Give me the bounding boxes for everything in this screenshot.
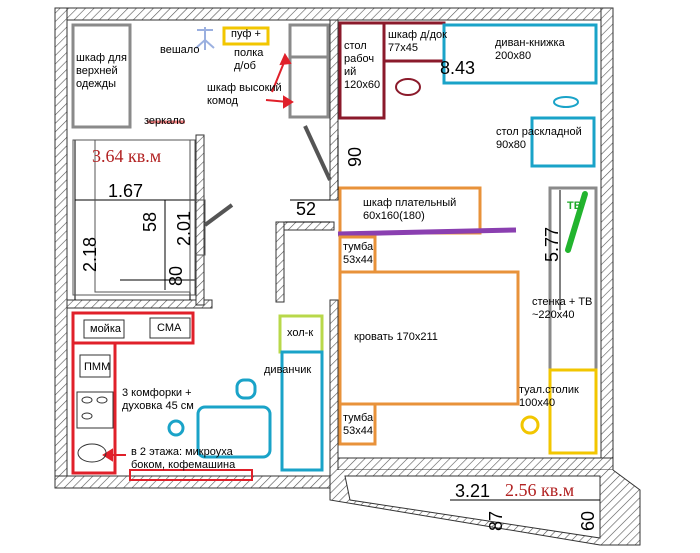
dining-chair-icon [235,378,257,400]
dimension-lines [74,135,600,501]
folding-table-outline [530,116,596,168]
bath-height-dim: 2.18 [80,236,100,272]
dishwasher-label: ПММ [84,361,111,373]
balcony-87-dim: 87 [486,510,506,531]
wall-tv-label: стенка + ТВ ~220x40 [532,296,593,321]
kitchen-counter-top [71,311,195,345]
nightstand-top-label: тумба 53x44 [343,241,374,266]
balcony-321-dim: 3.21 [455,481,491,501]
balcony [329,469,641,546]
balcony-60-dim: 60 [578,510,598,531]
balcony-area-value: 2.56 кв.м [505,480,575,500]
partition-line [337,227,517,237]
outer-wardrobe-outline [71,23,132,129]
bath-area-value: 3.64 кв.м [92,146,162,166]
upper-tier-outline [129,469,253,481]
bedroom-area-value: 8.43 [440,58,476,78]
shower-outline [94,139,191,293]
desk-chair-icon [395,78,421,96]
sink-label: мойка [90,323,121,335]
hanger-label: вешало [160,44,200,56]
bath-58-dim: 58 [140,211,160,232]
dressing-table-outline [548,368,598,455]
shelf-label: полка д/об [234,47,264,72]
bath-width-dim: 1.67 [108,181,144,201]
bath-201-dim: 2.01 [174,210,194,246]
dining-stool-icon [167,419,185,437]
washer-box [149,317,191,339]
nightstand-bottom-outline [338,402,377,446]
tall-dresser-label: шкаф высокий комод [207,82,282,107]
dining-table-outline [196,405,272,459]
entry-door-handle [303,125,332,181]
stove-label: 3 комфорки + духовка 45 см [122,387,194,412]
closet-label: шкаф плательный 60x160(180) [363,197,457,222]
pouf-shelf-outline [222,26,270,46]
bedroom-577-dim: 5.77 [542,226,562,262]
tv-screen-mark [565,191,588,253]
sofa-bed-label: диван-книжка 200x80 [495,37,565,62]
sink-box [83,319,125,339]
hanger-icon [195,27,215,50]
outer-wardrobe-label: шкаф для верхней одежды [76,52,127,90]
sofa-bed-outline [442,23,598,85]
desk-label: стол рабоч ий 120x60 [344,40,381,91]
pouf-label: пуф + [231,28,261,40]
corridor-90-dim: 90 [345,146,365,167]
kitchen-sink-bowl-icon [77,443,107,463]
mirror-label: зеркало [144,115,185,127]
doc-cabinet-label: шкаф д/док 77x45 [388,29,447,54]
tall-dresser-bottom [288,55,330,119]
corridor-52-dim: 52 [296,199,317,219]
dishwasher-box [79,354,111,378]
folding-table-label: стол раскладной 90x80 [496,126,582,151]
kitchen-counter-left [71,341,117,475]
washer-label: СМА [157,322,182,334]
dressing-table-label: туал.столик 100x40 [519,384,579,409]
folding-table-chair-icon [553,96,579,108]
bath-door-handle [203,203,234,227]
tv-label: ТВ [567,200,582,212]
nightstand-bottom-label: тумба 53x44 [343,412,374,437]
stove-burner-icons [81,396,108,420]
dressing-table-stool-icon [520,415,540,435]
bath-door [194,199,206,256]
red-arrows [102,52,294,462]
tall-dresser-top [288,23,330,59]
fridge-label: хол-к [287,327,314,339]
bed-label: кровать 170x211 [354,331,438,343]
upper-tier-label: в 2 этажа: микроуха боком, кофемашина [131,446,236,471]
bath-80-dim: 80 [166,265,186,286]
small-sofa-outline [280,350,324,472]
bed-outline [338,270,520,406]
stove-box [76,391,114,429]
small-sofa-label: диванчик [264,364,312,376]
desk-outline [338,21,386,120]
